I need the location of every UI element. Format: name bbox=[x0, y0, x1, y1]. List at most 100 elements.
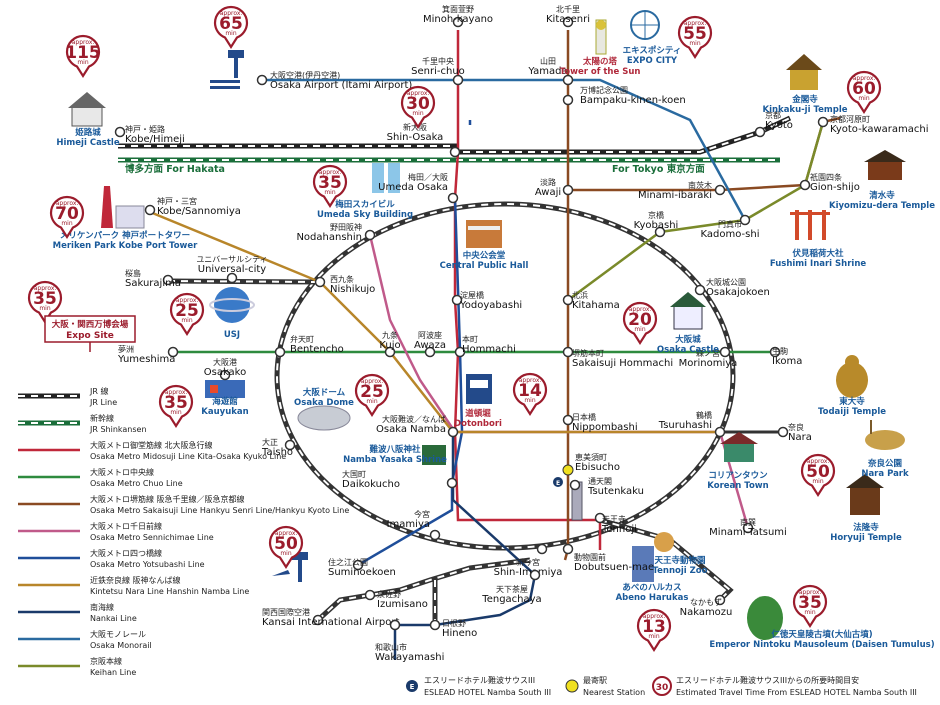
station-dot[interactable] bbox=[739, 214, 751, 226]
station-dot[interactable] bbox=[714, 594, 726, 606]
station-dot[interactable] bbox=[144, 204, 156, 216]
station-dot[interactable] bbox=[452, 16, 464, 28]
station-dot[interactable] bbox=[799, 179, 811, 191]
station-dot[interactable] bbox=[429, 619, 441, 631]
station-dot[interactable] bbox=[364, 589, 376, 601]
station-dot[interactable] bbox=[447, 192, 459, 204]
station-dot[interactable] bbox=[447, 426, 459, 438]
station-dot[interactable] bbox=[562, 414, 574, 426]
station-dot[interactable] bbox=[817, 116, 829, 128]
station-dot[interactable] bbox=[452, 74, 464, 86]
station-dot[interactable] bbox=[384, 346, 396, 358]
station-dot[interactable] bbox=[424, 346, 436, 358]
station-dot[interactable] bbox=[562, 346, 574, 358]
station-dot[interactable] bbox=[389, 619, 401, 631]
station-dot[interactable] bbox=[352, 559, 364, 571]
station-dot[interactable] bbox=[312, 614, 324, 626]
station-itami[interactable]: 大阪空港(伊丹空港)Osaka Airport (Itami Airport) bbox=[256, 70, 413, 91]
station-dot[interactable] bbox=[777, 426, 789, 438]
station-dot[interactable] bbox=[562, 74, 574, 86]
station-dot[interactable] bbox=[562, 294, 574, 306]
station-dot[interactable] bbox=[364, 229, 376, 241]
station-dot[interactable] bbox=[451, 294, 463, 306]
station-dot[interactable] bbox=[446, 477, 458, 489]
station-dot[interactable] bbox=[694, 284, 706, 296]
station-dot[interactable] bbox=[219, 369, 231, 381]
station-dot[interactable] bbox=[742, 522, 754, 534]
station-dot[interactable] bbox=[562, 94, 574, 106]
station-dot[interactable] bbox=[769, 346, 781, 358]
station-dot[interactable] bbox=[226, 272, 238, 284]
station-dot[interactable] bbox=[562, 543, 574, 555]
station-dot[interactable] bbox=[114, 126, 126, 138]
station-dot[interactable] bbox=[256, 74, 268, 86]
station-dot[interactable] bbox=[562, 184, 574, 196]
station-dot[interactable] bbox=[714, 184, 726, 196]
station-dot[interactable] bbox=[274, 346, 286, 358]
station-dot[interactable] bbox=[529, 569, 541, 581]
station-dot[interactable] bbox=[167, 346, 179, 358]
station-dot[interactable] bbox=[454, 346, 466, 358]
station-dot[interactable] bbox=[719, 346, 731, 358]
station-dot[interactable] bbox=[594, 512, 606, 524]
station-dot[interactable] bbox=[562, 16, 574, 28]
station-dot[interactable] bbox=[754, 126, 766, 138]
station-dot[interactable] bbox=[162, 274, 174, 286]
station-dot[interactable] bbox=[569, 479, 581, 491]
station-dot[interactable] bbox=[449, 146, 461, 158]
station-dot[interactable] bbox=[284, 439, 296, 451]
station-dot[interactable] bbox=[536, 543, 548, 555]
station-dot[interactable] bbox=[654, 226, 666, 238]
station-dot[interactable] bbox=[314, 276, 326, 288]
